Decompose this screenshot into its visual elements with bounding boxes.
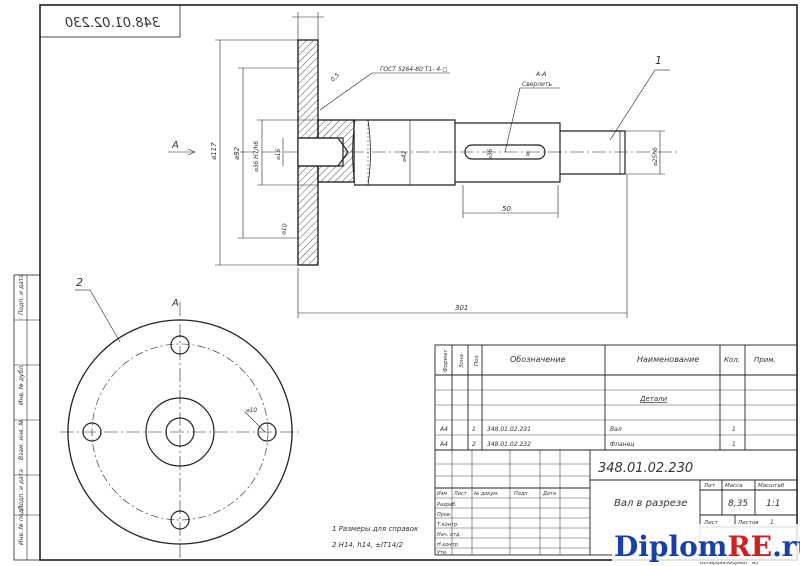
row-list: Лист [453,491,468,497]
svg-text:DiplomRE.ru: DiplomRE.ru [614,530,800,563]
flange-front-view [60,289,300,560]
dim-hole: ⌀10 [280,223,289,235]
section-note: Сверлить [522,81,552,88]
watermark-part-3: .ru [772,530,800,563]
spec-header-format: Формат [443,349,449,372]
format-label: Формат [728,560,749,566]
shaft-side-view [240,39,680,266]
view-label-a: А [171,298,179,309]
spec-row-2-pos: 2 [472,441,476,448]
drawing-frame [13,4,798,561]
dim-hole-front: ⌀10 [246,407,257,414]
value-sheets: 1 [770,519,774,526]
row-date: Дата [542,491,556,497]
spec-row-2-name: Фланец [610,441,634,448]
dim-chamfer: 0,5 [329,72,341,84]
dim-hub: ⌀36 H7/h6 [253,141,260,172]
view-label-a-main: А [171,140,179,151]
format-value: А3 [751,560,759,566]
spec-row-2-qty: 1 [732,441,736,448]
dim-key-seat: ⌀36 [487,149,494,160]
label-lit: Лит [703,483,716,489]
watermark: DiplomRE.ru [612,524,800,563]
row-doc: № докум. [473,491,499,497]
note-2: 2 Н14, h14, ±IT14/2 [332,541,404,549]
role-prov: Пров. [437,512,452,518]
dim-keyway-length: 50 [502,205,511,213]
spec-header-note: Прим. [754,356,776,364]
dim-bore: ⌀16 [275,149,282,160]
notes: 1 Размеры для справок 2 Н14, h14, ±IT14/… [332,525,419,549]
watermark-part-2: RE [727,530,772,563]
spec-header-pos: Поз. [474,354,480,366]
watermark-part-1: Diplom [614,530,727,563]
copy-label: Копировал [700,560,729,566]
spec-row-2-format: А4 [439,441,448,448]
role-utv: Утв. [437,550,448,556]
role-nkontr: Н.контр. [437,542,459,548]
role-razrab: Разраб. [437,502,457,508]
side-label-podp-2: Подп. и дата [18,274,25,315]
dim-shaft: ⌀42 [401,151,408,162]
side-label-podp-1: Подп. и дата [18,469,25,510]
spec-row-1-format: А4 [439,426,448,433]
dim-key-width: 8 [526,151,530,158]
stamp-top: 348.01.02.230 [65,16,160,31]
spec-header-name: Наименование [637,355,699,364]
title-block [434,449,798,556]
label-sheet: Лист [703,520,719,526]
spec-row-1-designation: 348.01.02.231 [487,426,531,433]
spec-table [434,344,798,451]
dim-flange-dia: ⌀117 [210,142,218,160]
spec-row-2-designation: 348.01.02.232 [487,441,531,448]
row-izm: Изм [437,491,447,497]
dimension-texts: ⌀117 ⌀92 ⌀36 H7/h6 ⌀16 ⌀42 ⌀36 8 ⌀25h6 3… [171,54,662,312]
spec-header-qty: Кол. [724,356,740,364]
callout-1: 1 [655,54,662,67]
spec-section: Детали [639,395,668,403]
spec-row-1-name: Вал [610,426,622,433]
callout-2: 2 [76,276,83,289]
title-designation: 348.01.02.230 [598,461,693,476]
side-labels: Инв. № подл. Подп. и дата Взам. инв. № И… [18,274,25,545]
spec-header-designation: Обозначение [510,355,566,364]
dimension-lines [168,12,670,318]
label-sheets: Листов [737,520,759,526]
spec-table-text: Формат Зона Поз. Обозначение Наименовани… [439,349,776,448]
title-block-text: 348.01.02.230 Вал в разрезе Лит Масса Ма… [437,461,785,566]
role-nach: Нач. отд. [437,532,461,538]
value-mass: 8,35 [728,499,748,509]
spec-row-1-qty: 1 [732,426,736,433]
weld-note: ГОСТ 5264-80 Т1- 4-◻ [380,66,447,73]
title-name: Вал в разрезе [614,498,687,509]
dim-bolt-circle: ⌀92 [233,146,241,160]
row-podp: Подп. [514,491,529,497]
value-scale: 1:1 [766,499,780,509]
label-scale: Масштаб [758,483,785,489]
dim-total-length: 301 [455,304,468,312]
side-label-inv-podl: Инв. № подл. [18,504,25,545]
label-mass: Масса [725,483,743,489]
note-1: 1 Размеры для справок [332,525,419,533]
spec-header-zone: Зона [459,354,465,368]
side-label-inv-dubl: Инв. № дубл. [18,364,25,405]
side-label-vzam: Взам. инв. № [18,419,25,460]
section-label: А-А [535,71,546,78]
spec-row-1-pos: 1 [472,426,476,433]
dim-end: ⌀25h6 [652,147,659,166]
role-tkontr: Т.контр. [437,522,459,528]
